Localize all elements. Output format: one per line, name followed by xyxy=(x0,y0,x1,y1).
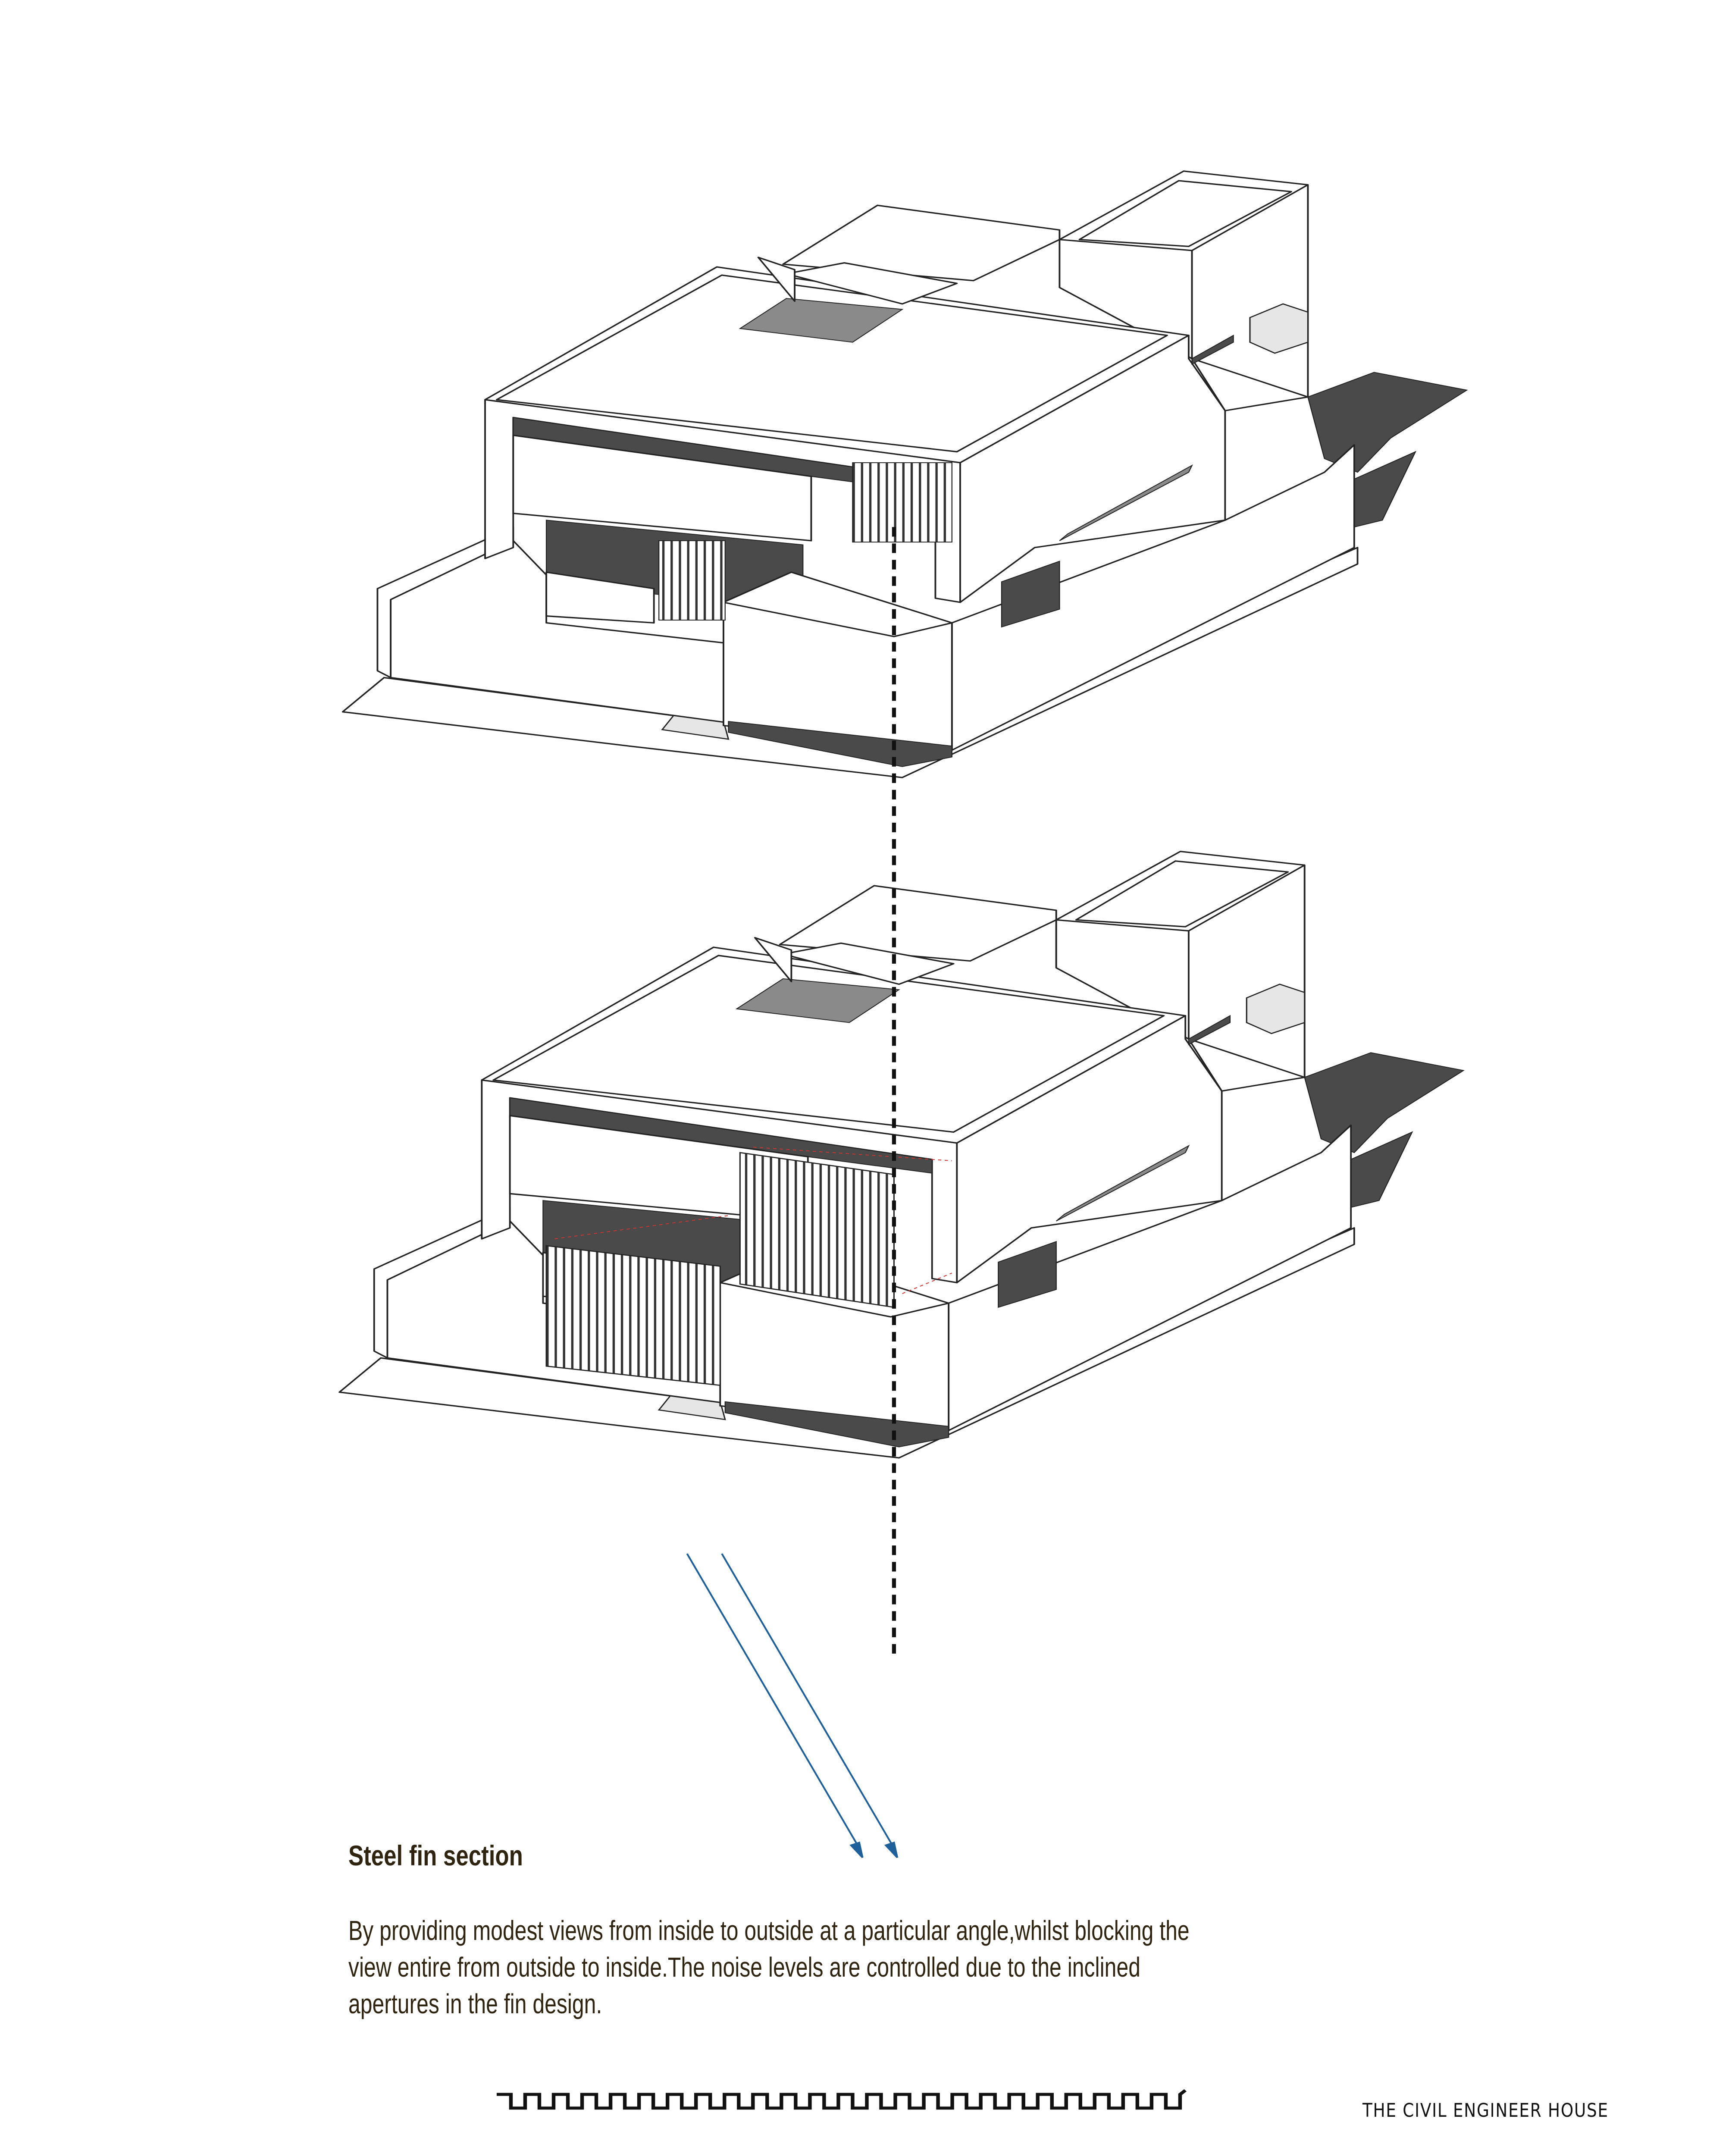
caption-body-line: apertures in the fin design. xyxy=(348,1988,602,2019)
arrowhead-icon xyxy=(884,1841,899,1858)
caption-title: Steel fin section xyxy=(348,1839,523,1871)
arrowhead-icon xyxy=(849,1841,864,1858)
steel-fin-screens xyxy=(545,1147,952,1386)
steel-fin-section-profile xyxy=(496,2089,1187,2110)
house-view-top xyxy=(341,170,1468,779)
house-view-bottom xyxy=(338,850,1465,1459)
footer-credit: THE CIVIL ENGINEER HOUSE xyxy=(1362,2100,1609,2122)
view-angle-arrows xyxy=(686,1553,899,1858)
caption: Steel fin section By providing modest vi… xyxy=(348,1839,1427,2022)
fin-openings-top xyxy=(658,462,952,621)
caption-body-line: view entire from outside to inside.The n… xyxy=(348,1952,1140,1983)
caption-body-line: By providing modest views from inside to… xyxy=(348,1915,1190,1946)
